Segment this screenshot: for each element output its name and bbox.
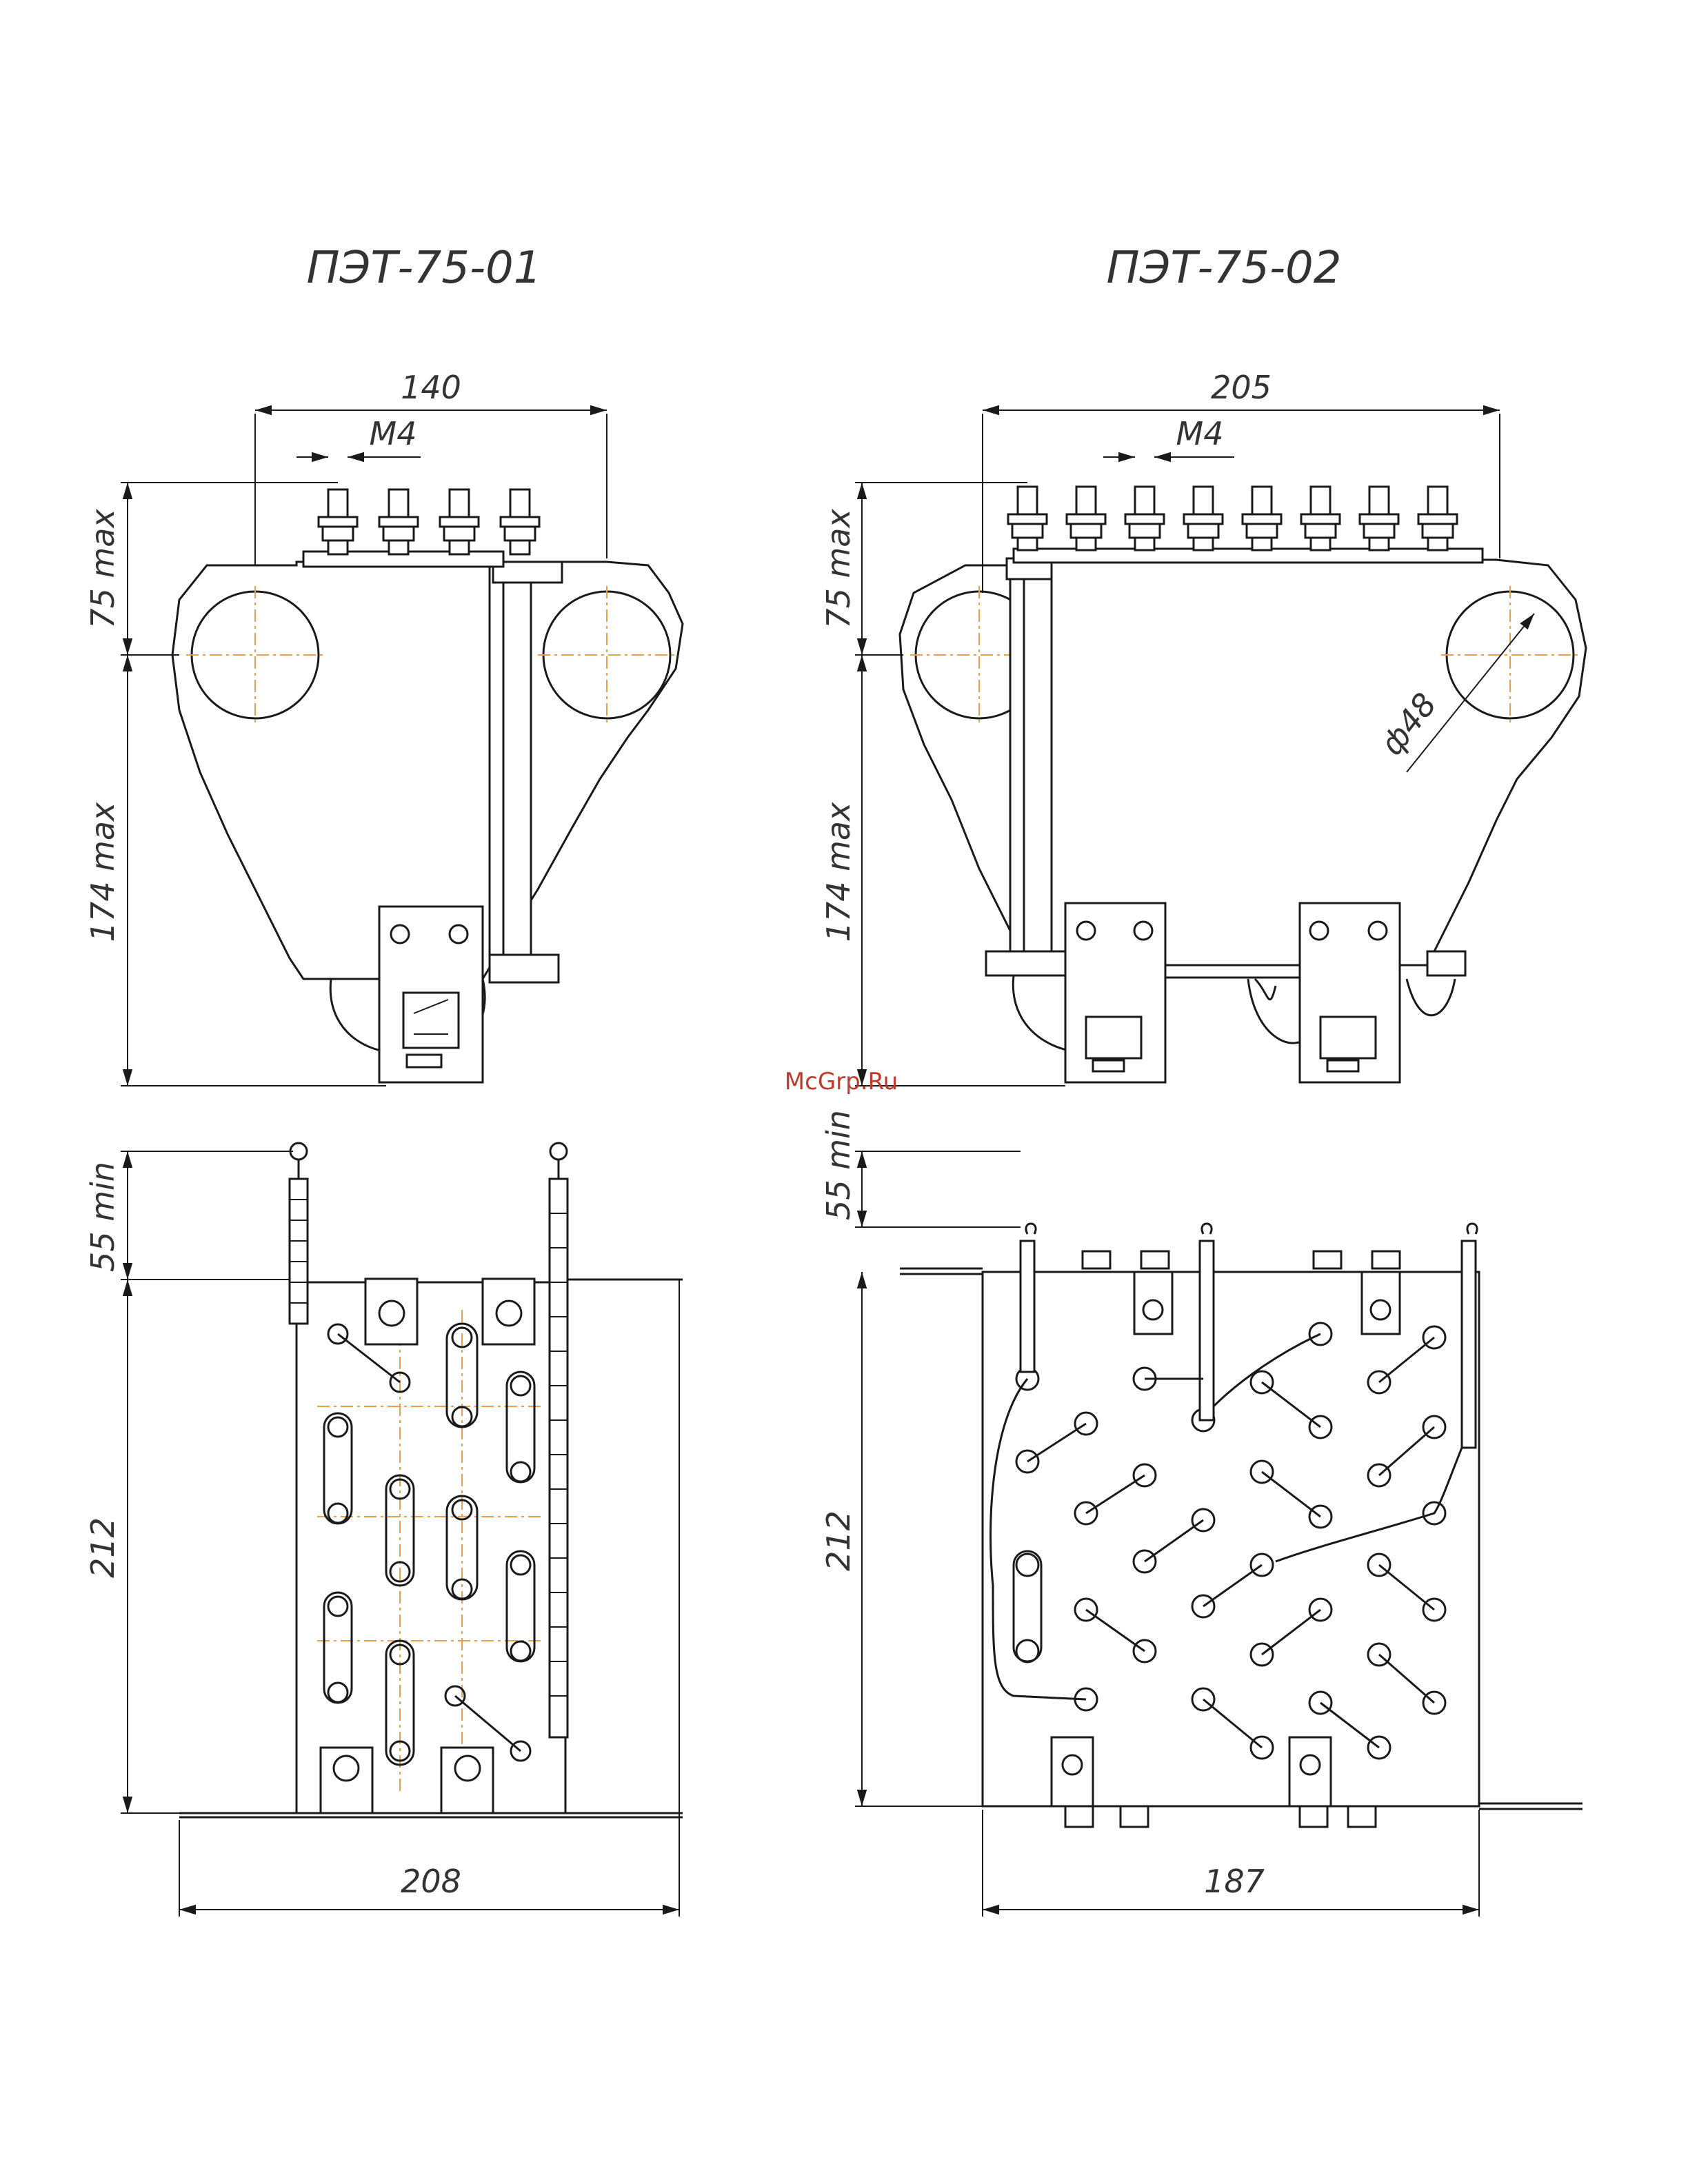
watermark: McGrp.Ru [785,1068,898,1095]
right-bottom-view: 55 min 212 187 [820,1110,1582,1917]
dim-right-212: 212 [820,1510,857,1571]
dim-left-55min: 55 min [84,1162,121,1272]
dim-right-m4: M4 [1176,415,1224,452]
left-bottom-view: 55 min 212 208 [84,1143,683,1917]
title-pet-75-02: ПЭТ-75-02 [1107,243,1342,294]
left-top-terminals [319,489,539,554]
dim-left-174max: 174 max [84,802,121,942]
dim-left-m4: M4 [370,415,417,452]
dim-left-212: 212 [84,1517,121,1578]
dim-right-55min: 55 min [820,1110,857,1220]
right-top-terminals [1008,487,1457,550]
left-top-view: 140 M4 75 max 174 max [84,369,683,1086]
dim-right-75max: 75 max [820,509,857,629]
dim-left-208: 208 [401,1863,461,1900]
dim-right-174max: 174 max [820,802,857,942]
dim-right-205: 205 [1211,369,1272,406]
right-top-view: ф48 205 M4 75 max 174 max [820,369,1586,1086]
dim-left-140: 140 [401,369,461,406]
title-pet-75-01: ПЭТ-75-01 [307,243,542,294]
dim-left-75max: 75 max [84,509,121,629]
dim-right-187: 187 [1204,1863,1265,1900]
